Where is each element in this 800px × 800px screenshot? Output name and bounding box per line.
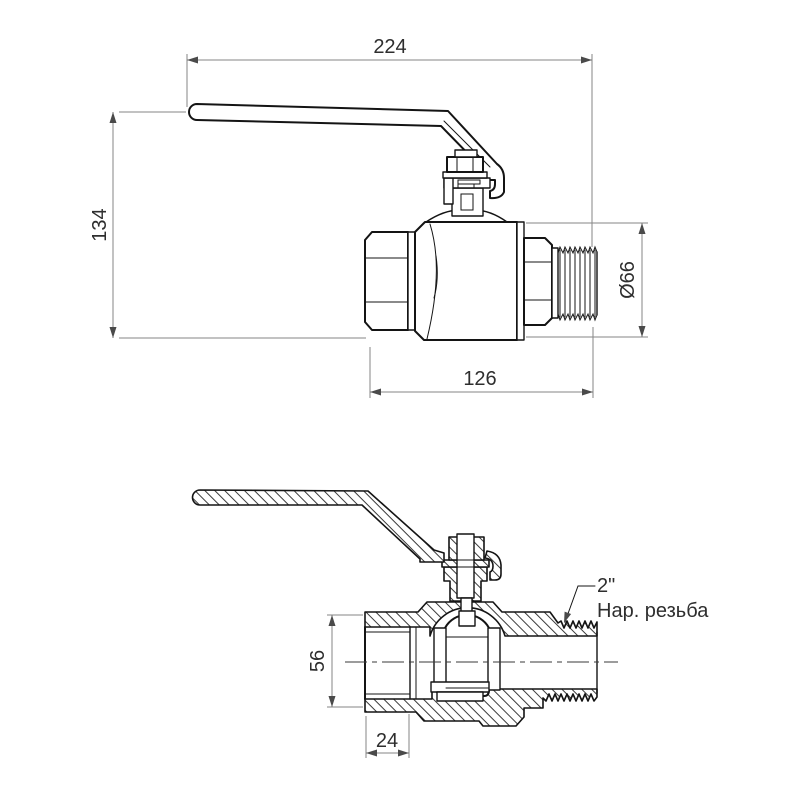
dim-d66-label: Ø66 [617, 261, 639, 299]
dimension-thread-depth: 24 [365, 714, 410, 758]
seat-ring-right [487, 627, 501, 691]
hex-collar-band [407, 231, 416, 331]
section-view: 56 24 2" Нар. резьба [191, 489, 709, 758]
stem-nut [446, 156, 484, 173]
stem-detail [460, 193, 474, 211]
body-bottom-wall-section [364, 683, 598, 727]
thread-size-label: 2" [597, 575, 615, 597]
stem-assembly [425, 149, 508, 223]
dimension-section-height: 56 [307, 614, 363, 708]
dim-126-label: 126 [463, 368, 496, 390]
dim-56-label: 56 [307, 650, 329, 672]
dimension-total-length: 224 [186, 36, 593, 247]
ball-support-step2 [436, 691, 484, 702]
dim-24-label: 24 [376, 730, 398, 752]
dim-224-label: 224 [373, 36, 406, 58]
thread-annotation: 2" Нар. резьба [564, 575, 709, 623]
ball-slot [458, 610, 476, 627]
valve-body [364, 221, 598, 341]
thread-note-label: Нар. резьба [597, 600, 709, 622]
body-top-wall-section [364, 601, 598, 637]
stem-core [456, 533, 475, 599]
stem-washer [454, 149, 478, 158]
handle-outline [188, 103, 505, 200]
clip-left-tab [443, 177, 454, 205]
stem-section [441, 533, 502, 627]
seat-ring-left [433, 627, 447, 691]
handle-section [191, 489, 445, 563]
dimension-total-height: 134 [89, 111, 366, 339]
male-hex [523, 237, 553, 326]
top-view: 224 134 [89, 36, 648, 398]
end-flange [516, 221, 525, 341]
male-thread [557, 245, 598, 322]
bore-lines [364, 626, 489, 700]
thread-collar [551, 247, 559, 319]
clip-hook-section [484, 550, 502, 581]
body-design-curve [426, 223, 437, 340]
stem-base [451, 187, 484, 217]
dimension-outer-diameter: Ø66 [526, 222, 648, 338]
ball-support-step1 [430, 681, 490, 693]
dim-134-label: 134 [89, 208, 111, 241]
female-hex-nut [364, 231, 409, 331]
dimension-body-length: 126 [369, 327, 594, 398]
